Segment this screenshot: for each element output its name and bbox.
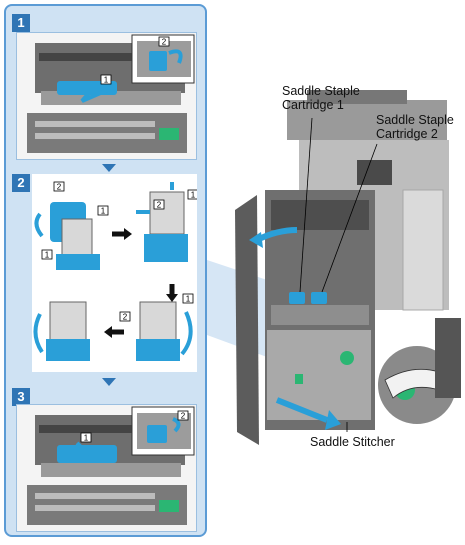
step-2-tag-b1: 1 xyxy=(191,191,196,200)
step-2-illustration: 2 1 1 2 1 1 2 xyxy=(33,181,197,361)
label-cartridge-2-line1: Saddle Staple xyxy=(376,113,454,127)
label-cartridge-2-line2: Cartridge 2 xyxy=(376,127,438,141)
step-3-badge: 3 xyxy=(12,388,30,406)
step-3-tag-2: 2 xyxy=(181,412,186,421)
label-saddle-staple-cartridge-1: Saddle Staple Cartridge 1 xyxy=(282,84,360,112)
step-2-tag-a2: 2 xyxy=(57,183,62,192)
step-2-tag-c1: 1 xyxy=(186,295,191,304)
step-3-tag-1: 1 xyxy=(84,434,89,443)
step-2-tag-b2: 2 xyxy=(157,201,162,210)
step-2-tag-a1: 1 xyxy=(101,207,106,216)
step-2-badge: 2 xyxy=(12,174,30,192)
step-1-illustration: 2 1 xyxy=(17,33,196,159)
steps-frame: 1 2 1 2 xyxy=(4,4,207,537)
label-saddle-staple-cartridge-2: Saddle Staple Cartridge 2 xyxy=(376,113,454,141)
step-1-tag-2: 2 xyxy=(162,38,167,47)
step-3-illustration: 2 1 xyxy=(17,405,196,531)
machine-illustration xyxy=(207,90,461,445)
step-2-tag-c2: 2 xyxy=(123,313,128,322)
step-1-panel: 2 1 xyxy=(16,32,197,160)
step-1-tag-1: 1 xyxy=(104,76,109,85)
label-cartridge-1-line1: Saddle Staple xyxy=(282,84,360,98)
step-2-panel: 2 1 1 2 1 1 2 xyxy=(32,174,197,372)
step-1-badge: 1 xyxy=(12,14,30,32)
step-arrow-2 xyxy=(102,378,116,386)
label-cartridge-1-line2: Cartridge 1 xyxy=(282,98,344,112)
step-2-tag-a1b: 1 xyxy=(45,251,50,260)
label-saddle-stitcher: Saddle Stitcher xyxy=(310,435,395,449)
step-3-panel: 2 1 xyxy=(16,404,197,532)
step-arrow-1 xyxy=(102,164,116,172)
